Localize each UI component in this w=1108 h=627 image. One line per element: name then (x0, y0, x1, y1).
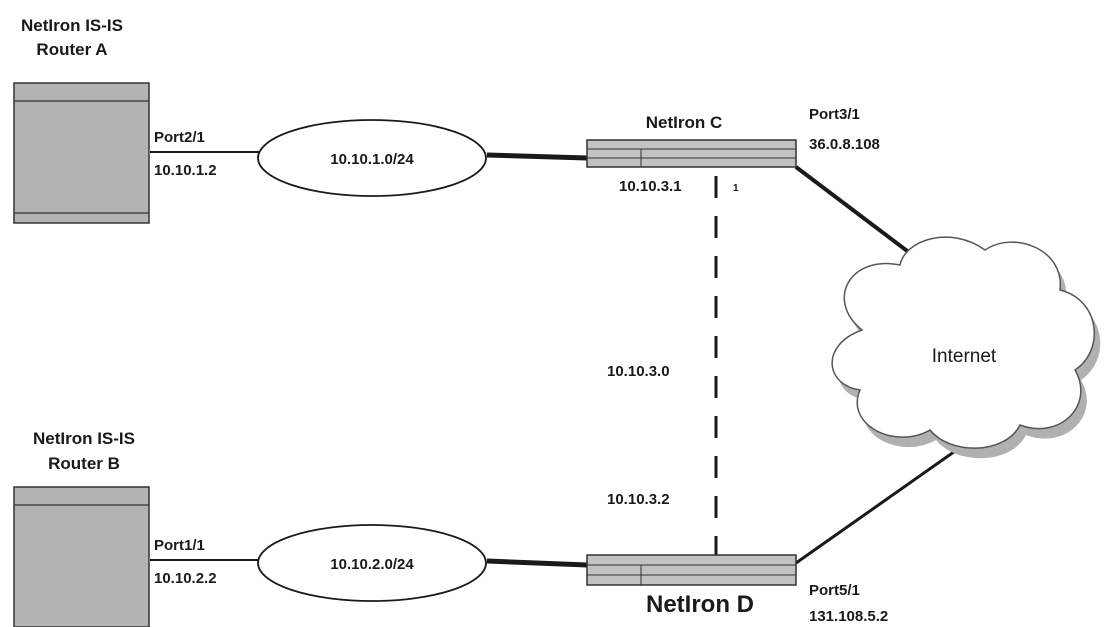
network-1-label: 10.10.1.0/24 (330, 151, 414, 168)
link-network-2-router-d (486, 558, 588, 568)
router-c-title: NetIron C (646, 113, 723, 132)
link-cd-network-label: 10.10.3.0 (607, 363, 670, 380)
router-d-title: NetIron D (646, 591, 754, 618)
router-b-device (13, 486, 150, 627)
router-d-device (586, 554, 797, 586)
router-b-title-line1: NetIron IS-IS (33, 429, 135, 448)
router-c-port-label: Port3/1 (809, 106, 860, 123)
router-d-port-ip: 131.108.5.2 (809, 608, 888, 625)
network-2-ellipse (257, 524, 487, 602)
router-c-port-ip: 36.0.8.108 (809, 136, 880, 153)
router-a-title-line2: Router A (36, 40, 107, 59)
router-c-link-ip: 10.10.3.1 (619, 178, 682, 195)
router-a-device (13, 82, 150, 224)
router-d-link-ip: 10.10.3.2 (607, 491, 670, 508)
router-d-port-label: Port5/1 (809, 582, 860, 599)
router-b-port-label: Port1/1 (154, 537, 205, 554)
link-network-1-router-c (486, 152, 588, 161)
network-1-ellipse (257, 119, 487, 197)
router-b-ip-label: 10.10.2.2 (154, 570, 217, 587)
router-b-title-line2: Router B (48, 454, 120, 473)
router-a-ip-label: 10.10.1.2 (154, 162, 217, 179)
link-router-d-internet (795, 440, 969, 565)
router-a-title-line1: NetIron IS-IS (21, 16, 123, 35)
router-c-device (586, 139, 797, 168)
router-c-link-mark: 1 (733, 183, 739, 194)
router-a-port-label: Port2/1 (154, 129, 205, 146)
network-2-label: 10.10.2.0/24 (330, 556, 414, 573)
internet-label: Internet (932, 346, 997, 367)
internet-cloud (831, 236, 1101, 459)
